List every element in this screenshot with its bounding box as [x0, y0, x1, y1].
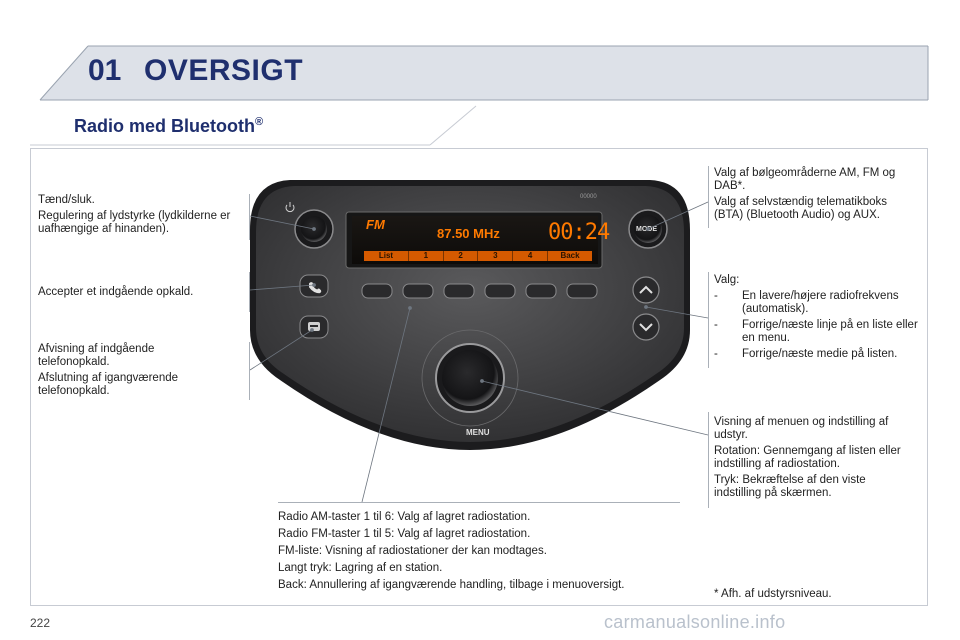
label-divider	[249, 194, 250, 240]
page-number: 222	[30, 616, 51, 630]
preset-button[interactable]	[566, 283, 598, 299]
power-icon	[285, 202, 295, 213]
display-serial: 00000	[580, 194, 597, 200]
menu-label: MENU	[466, 428, 490, 437]
label-menu: Visning af menuen og indstilling af udst…	[714, 416, 901, 499]
display-clock: 00:24	[548, 220, 610, 245]
chevron-down-icon	[639, 323, 653, 332]
tab-preset-4[interactable]: 4	[512, 251, 547, 261]
tab-preset-1[interactable]: 1	[407, 251, 443, 261]
chapter-number: 01	[88, 54, 122, 87]
tab-preset-2[interactable]: 2	[442, 251, 478, 261]
arrow-up-button[interactable]	[632, 276, 660, 304]
label-presets: Radio AM-taster 1 til 6: Valg af lagret …	[278, 511, 625, 591]
label-arrows: Valg: -En lavere/højere radiofrekvens (a…	[714, 274, 918, 360]
display-frequency: 87.50 MHz	[437, 226, 500, 241]
preset-buttons	[361, 283, 598, 299]
section-title: Radio med Bluetooth®	[74, 116, 264, 136]
chevron-up-icon	[639, 285, 653, 294]
preset-button[interactable]	[484, 283, 516, 299]
chapter-title: OVERSIGT	[144, 54, 304, 87]
preset-button[interactable]	[443, 283, 475, 299]
menu-knob[interactable]	[421, 329, 519, 427]
label-power: Tænd/sluk. Regulering af lydstyrke (lydk…	[38, 194, 231, 235]
content-frame	[30, 148, 928, 606]
tab-list[interactable]: List	[378, 251, 394, 260]
label-divider	[249, 342, 250, 400]
label-divider	[708, 166, 709, 228]
label-reject-call: Afvisning af indgående telefonopkald. Af…	[38, 343, 179, 397]
display-band: FM	[366, 217, 385, 232]
footnote: * Afh. af udstyrsniveau.	[714, 588, 832, 600]
label-mode: Valg af bølgeområderne AM, FM og DAB*. V…	[714, 167, 896, 221]
preset-button[interactable]	[361, 283, 393, 299]
watermark: carmanualsonline.info	[604, 612, 786, 632]
label-divider	[708, 272, 709, 368]
section-divider	[30, 105, 477, 146]
display-tabs: List 1 2 3 4 Back	[364, 251, 592, 261]
label-accept-call: Accepter et indgående opkald.	[38, 286, 194, 298]
label-divider	[249, 272, 250, 312]
arrow-down-button[interactable]	[632, 313, 660, 341]
preset-button[interactable]	[525, 283, 557, 299]
header-band	[39, 45, 929, 101]
label-divider	[708, 412, 709, 508]
preset-button[interactable]	[402, 283, 434, 299]
label-divider	[278, 502, 680, 503]
tab-preset-3[interactable]: 3	[477, 251, 512, 261]
tab-back[interactable]: Back	[547, 251, 592, 261]
